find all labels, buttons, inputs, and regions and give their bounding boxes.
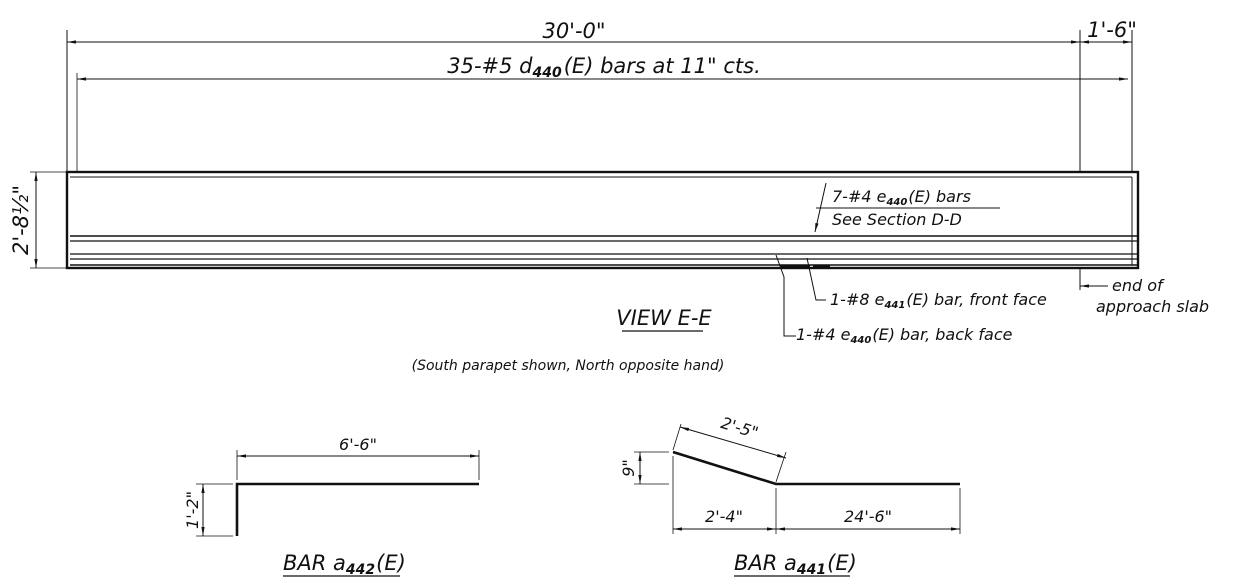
label-approach-slab: approach slab bbox=[1096, 297, 1209, 316]
dim-a441-run: 2'-4" bbox=[705, 507, 743, 526]
label-e440-bars: 7-#4 e440(E) bars bbox=[832, 187, 971, 208]
bar-a441-title: BAR a441(E) bbox=[734, 551, 857, 578]
label-e441-bar: 1-#8 e441(E) bar, front face bbox=[830, 290, 1047, 311]
dim-line-a441-slope bbox=[679, 426, 787, 459]
dim-height: 2'-8½" bbox=[9, 185, 33, 255]
leader-e440-back bbox=[775, 254, 796, 337]
view-title: VIEW E-E bbox=[616, 306, 712, 330]
bar-a441-shape bbox=[672, 450, 960, 486]
dim-a441-length: 24'-6" bbox=[844, 507, 892, 526]
label-d-bars: 35-#5 d440(E) bars at 11" cts. bbox=[447, 54, 761, 81]
view-subtitle: (South parapet shown, North opposite han… bbox=[412, 358, 725, 374]
dim-a441-slope: 2'-5" bbox=[719, 413, 761, 442]
dim-a442-leg: 1'-2" bbox=[183, 491, 202, 529]
a441-slope-ext-1 bbox=[672, 423, 682, 451]
bar-a442-detail: 6'-6" 1'-2" BAR a442(E) bbox=[183, 435, 480, 578]
leader-e441-bar bbox=[806, 257, 826, 301]
parapet-outline bbox=[65, 170, 1140, 270]
bar-a442-shape bbox=[235, 482, 479, 536]
dim-overall-length: 30'-0" bbox=[542, 19, 605, 43]
dim-a442-length: 6'-6" bbox=[339, 435, 377, 454]
label-see-section: See Section D-D bbox=[832, 210, 962, 229]
label-end-of: end of bbox=[1112, 276, 1165, 295]
bar-a442-title: BAR a442(E) bbox=[283, 551, 406, 578]
dim-overhang: 1'-6" bbox=[1087, 18, 1137, 42]
label-e440-back: 1-#4 e440(E) bar, back face bbox=[796, 325, 1013, 346]
view-e-e: 30'-0" 1'-6" 35-#5 d440(E) bars at 11" c… bbox=[9, 18, 1209, 374]
dim-a441-rise: 9" bbox=[619, 459, 638, 477]
bar-a441-detail: 2'-5" 9" 2'-4" 24'-6" BAR a441(E) bbox=[619, 413, 961, 578]
